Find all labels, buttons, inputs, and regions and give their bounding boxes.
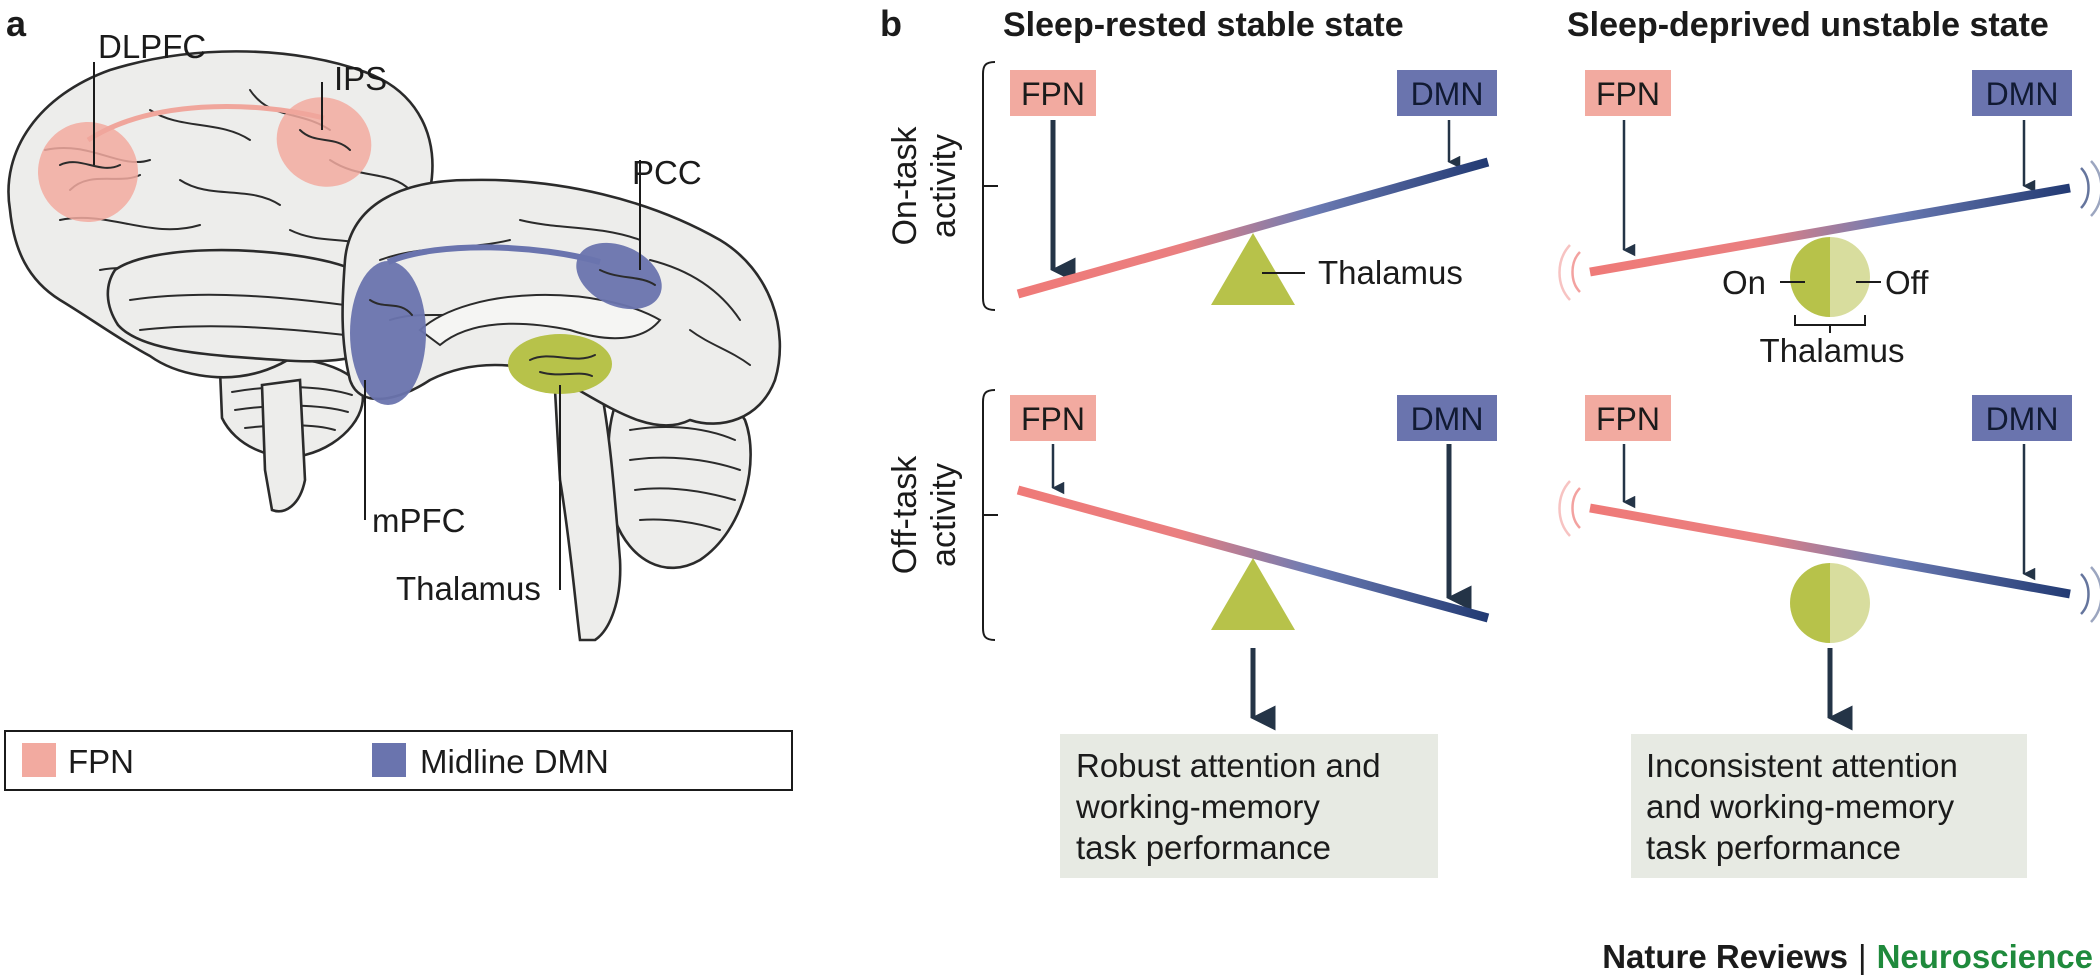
switch-on-label: On <box>1722 264 1766 301</box>
panel-b-letter: b <box>880 3 902 44</box>
outcome-deprived-line-1: Inconsistent attention <box>1646 747 1958 784</box>
medial-brain <box>341 178 782 642</box>
row-label-on-task-2: activity <box>925 134 963 238</box>
seesaw-deprived-off-task: FPN DMN <box>1558 395 2100 643</box>
outcome-deprived-line-2: and working-memory <box>1646 788 1955 825</box>
legend-swatch-dmn <box>372 743 406 777</box>
fpn-tag: FPN <box>1596 76 1660 112</box>
ips-label: IPS <box>334 60 387 97</box>
outcome-rested-line-2: working-memory <box>1075 788 1320 825</box>
fpn-tag: FPN <box>1021 401 1085 437</box>
mpfc-label: mPFC <box>372 502 466 539</box>
column-title-deprived: Sleep-deprived unstable state <box>1567 6 2049 44</box>
row-label-on-task-1: On-task <box>886 125 924 245</box>
outcome-rested-line-1: Robust attention and <box>1076 747 1381 784</box>
thalamus-label-rested: Thalamus <box>1318 254 1463 291</box>
fpn-tag: FPN <box>1596 401 1660 437</box>
dlpfc-region <box>38 122 138 222</box>
seesaw-deprived-on-task: FPN DMN On Off Thalamus <box>1558 70 2100 369</box>
pcc-label: PCC <box>632 154 702 191</box>
ips-region <box>276 97 372 187</box>
lateral-brain <box>7 50 434 513</box>
seesaw-rested-off-task: FPN DMN <box>1010 395 1497 630</box>
seesaw-rested-on-task: FPN DMN Thalamus <box>1010 70 1497 305</box>
dlpfc-label: DLPFC <box>98 28 206 65</box>
outcome-rested: Robust attention and working-memory task… <box>1060 734 1438 878</box>
switch-off-label: Off <box>1885 264 1929 301</box>
thalamus-label-deprived: Thalamus <box>1760 332 1905 369</box>
dmn-tag: DMN <box>1411 401 1484 437</box>
legend: FPN Midline DMN <box>4 730 793 791</box>
outcome-rested-line-3: task performance <box>1076 829 1331 866</box>
dmn-tag: DMN <box>1986 76 2059 112</box>
journal-separator: | <box>1858 938 1867 975</box>
mpfc-region <box>350 261 426 405</box>
fpn-tag: FPN <box>1021 76 1085 112</box>
dmn-tag: DMN <box>1411 76 1484 112</box>
legend-label-fpn: FPN <box>68 743 134 780</box>
row-label-off-task-1: Off-task <box>886 455 924 574</box>
dmn-tag: DMN <box>1986 401 2059 437</box>
outcome-deprived-line-3: task performance <box>1646 829 1901 866</box>
panel-a-letter: a <box>6 3 27 44</box>
outcome-deprived: Inconsistent attention and working-memor… <box>1631 734 2027 878</box>
thalamus-label-a: Thalamus <box>396 570 541 607</box>
legend-swatch-fpn <box>22 743 56 777</box>
journal-footer: Nature Reviews | Neuroscience <box>1602 938 2093 975</box>
row-label-off-task-2: activity <box>925 463 963 567</box>
journal-name: Nature Reviews <box>1602 938 1848 975</box>
column-title-rested: Sleep-rested stable state <box>1003 6 1404 44</box>
legend-label-dmn: Midline DMN <box>420 743 609 780</box>
journal-section: Neuroscience <box>1877 938 2093 975</box>
thalamus-region <box>508 334 612 394</box>
